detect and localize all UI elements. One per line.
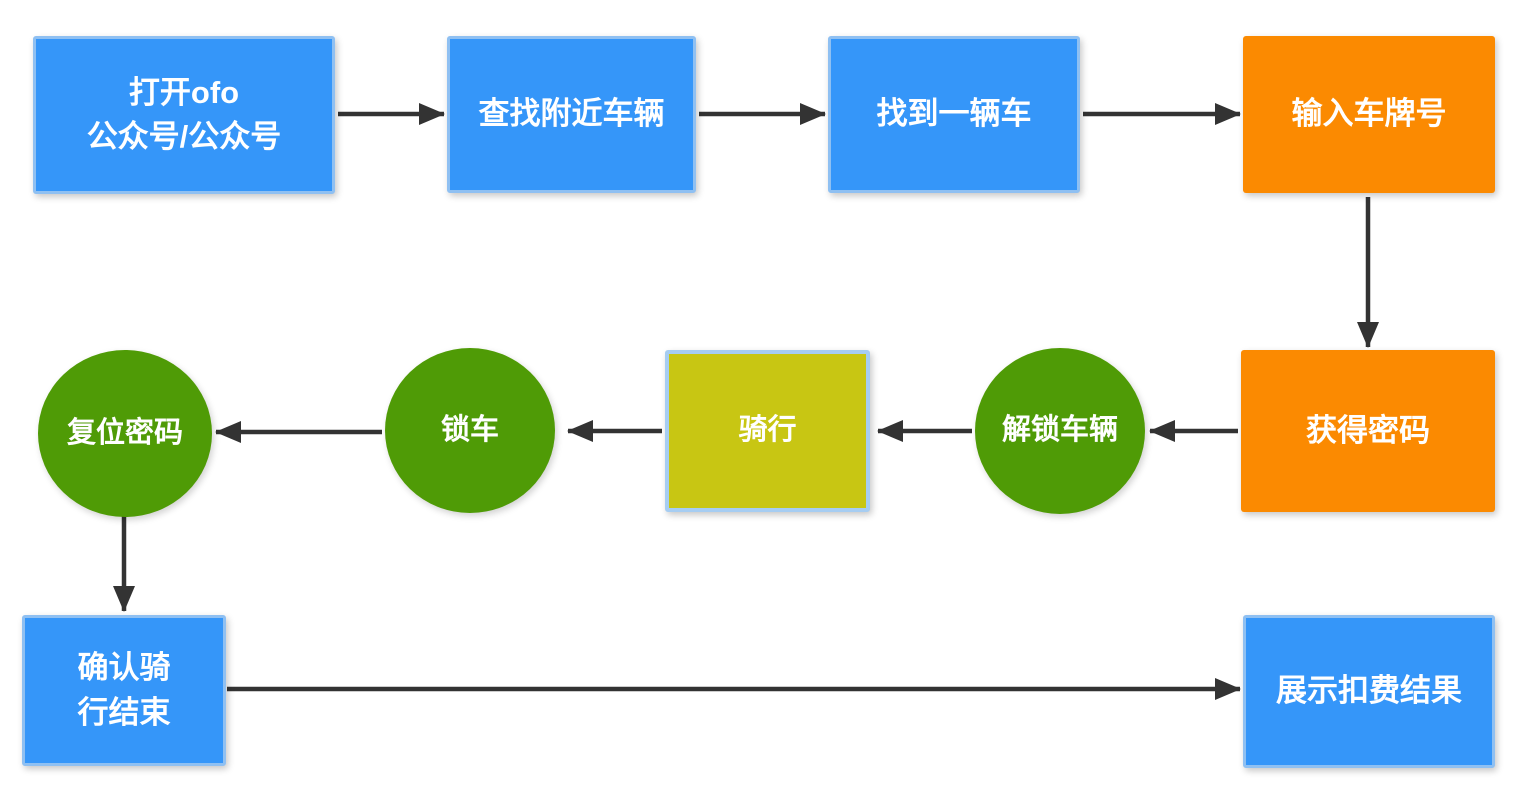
node-enter-plate-number[interactable]: 输入车牌号 bbox=[1243, 36, 1495, 193]
node-label-line: 解锁车辆 bbox=[1001, 414, 1118, 447]
node-label-line: 展示扣费结果 bbox=[1276, 673, 1462, 709]
node-label-line: 打开ofo bbox=[128, 74, 240, 110]
node-label-line: 公众号/公众号 bbox=[86, 119, 282, 154]
node-confirm-ride-end[interactable]: 确认骑 行结束 bbox=[22, 615, 226, 766]
node-label-line: 骑行 bbox=[738, 414, 797, 447]
node-label-line: 输入车牌号 bbox=[1291, 96, 1447, 132]
node-found-a-bike[interactable]: 找到一辆车 bbox=[828, 36, 1080, 193]
node-label-line: 锁车 bbox=[440, 413, 499, 446]
node-unlock-bike[interactable]: 解锁车辆 bbox=[975, 348, 1145, 514]
node-label-line: 复位密码 bbox=[66, 416, 183, 449]
node-open-ofo[interactable]: 打开ofo 公众号/公众号 bbox=[33, 36, 335, 194]
node-riding[interactable]: 骑行 bbox=[665, 350, 870, 512]
node-show-charge-result[interactable]: 展示扣费结果 bbox=[1243, 615, 1495, 768]
node-label-line: 找到一辆车 bbox=[876, 96, 1032, 132]
node-label-line: 确认骑 bbox=[77, 650, 171, 686]
node-get-password[interactable]: 获得密码 bbox=[1241, 350, 1495, 512]
node-label-line: 获得密码 bbox=[1306, 412, 1430, 448]
node-label-line: 查找附近车辆 bbox=[478, 96, 665, 132]
node-find-nearby-bikes[interactable]: 查找附近车辆 bbox=[447, 36, 696, 193]
node-lock-bike[interactable]: 锁车 bbox=[385, 348, 555, 513]
node-label-line: 行结束 bbox=[77, 694, 171, 730]
node-reset-password[interactable]: 复位密码 bbox=[38, 350, 212, 517]
